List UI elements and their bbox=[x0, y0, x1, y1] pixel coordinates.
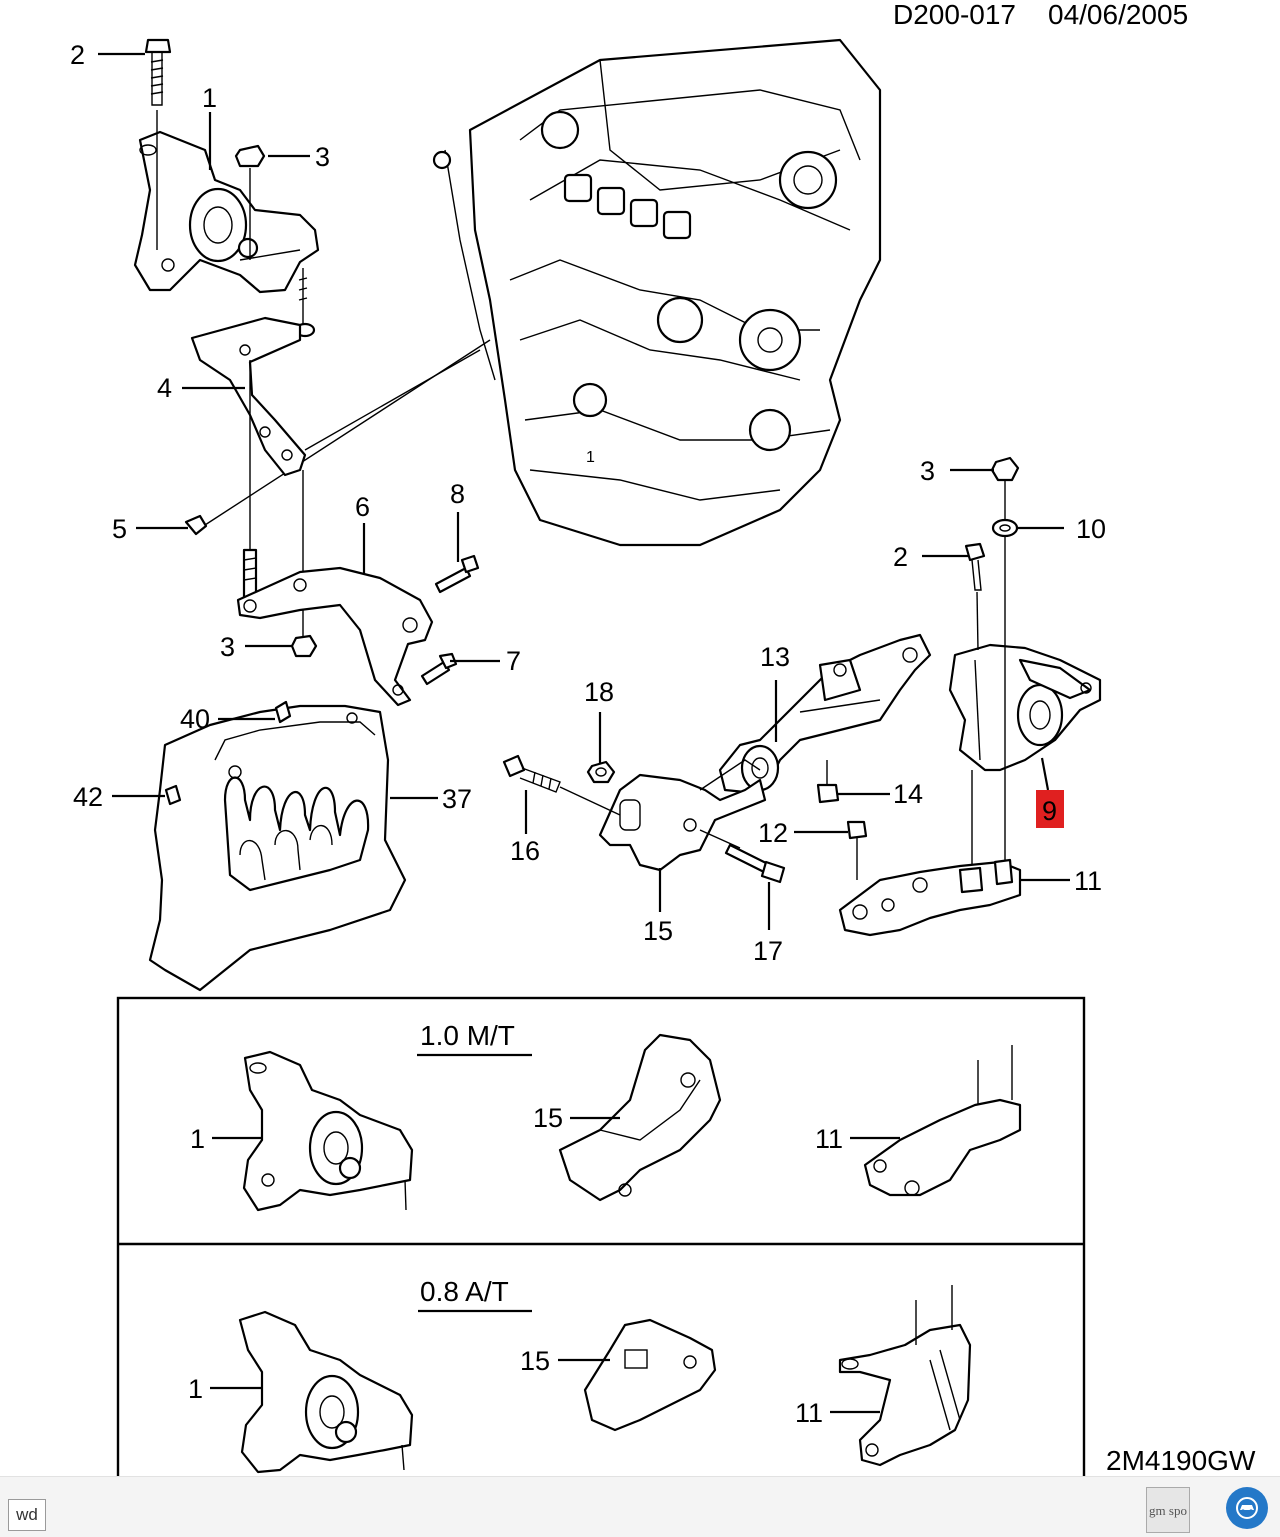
panel-title-at: 0.8 A/T bbox=[420, 1276, 509, 1307]
engine-mount-1 bbox=[133, 130, 320, 294]
callout-7: 7 bbox=[506, 646, 521, 676]
callout-16: 16 bbox=[510, 836, 540, 866]
transmission-mount-9 bbox=[948, 643, 1102, 772]
nut-18 bbox=[586, 760, 616, 784]
callout-17: 17 bbox=[753, 936, 783, 966]
callout-14: 14 bbox=[893, 779, 923, 809]
wd-button[interactable]: wd bbox=[8, 1499, 46, 1531]
panel-mt-callout-11: 11 bbox=[815, 1124, 843, 1154]
bolt-2-right bbox=[964, 542, 986, 651]
bolt-5 bbox=[184, 514, 208, 536]
bolt-2 bbox=[144, 38, 172, 250]
figure-code: 2M4190GW bbox=[1106, 1445, 1256, 1476]
callout-2-right: 2 bbox=[893, 542, 908, 572]
bolt-16 bbox=[502, 754, 621, 816]
bolt-7 bbox=[420, 652, 458, 686]
callout-13: 13 bbox=[760, 642, 790, 672]
bracket-15 bbox=[598, 759, 767, 872]
panel-at-callout-15: 15 bbox=[520, 1346, 550, 1376]
torque-rod-13 bbox=[718, 633, 932, 794]
panel-at-callout-11: 11 bbox=[795, 1398, 823, 1428]
panel-mt-callout-15: 15 bbox=[533, 1103, 563, 1133]
callout-18: 18 bbox=[584, 677, 614, 707]
panel-mt-bracket-15 bbox=[558, 1033, 722, 1202]
car-service-icon[interactable] bbox=[1226, 1487, 1268, 1529]
bolt-17 bbox=[699, 829, 786, 884]
car-icon bbox=[1236, 1497, 1258, 1519]
callout-11: 11 bbox=[1074, 866, 1102, 896]
callout-37: 37 bbox=[442, 784, 472, 814]
engine-assembly: 1 bbox=[432, 38, 882, 547]
callout-2: 2 bbox=[70, 40, 85, 70]
bracket-6 bbox=[236, 566, 434, 707]
gm-spo-button[interactable]: gm spo bbox=[1146, 1487, 1190, 1533]
washer-10 bbox=[991, 518, 1019, 538]
bracket-4 bbox=[190, 316, 307, 640]
callout-42: 42 bbox=[73, 782, 103, 812]
callout-4: 4 bbox=[157, 373, 172, 403]
panel-at-callout-1: 1 bbox=[188, 1374, 203, 1404]
panel-at-bracket-11 bbox=[838, 1285, 972, 1467]
callout-5: 5 bbox=[112, 514, 127, 544]
callout-15: 15 bbox=[643, 916, 673, 946]
diagram-date: 04/06/2005 bbox=[1048, 0, 1188, 30]
nut-3-top bbox=[234, 144, 266, 260]
bolt-14 bbox=[816, 760, 840, 804]
callout-3-lower: 3 bbox=[220, 632, 235, 662]
callout-3-right: 3 bbox=[920, 456, 935, 486]
callout-labels: 2 1 3 4 5 6 8 7 3 40 42 37 13 14 18 16 1… bbox=[70, 40, 1106, 966]
panel-mt-bracket-11 bbox=[863, 1045, 1022, 1197]
stud bbox=[242, 548, 258, 600]
svg-text:1: 1 bbox=[586, 449, 595, 466]
bottom-toolbar: wd gm spo bbox=[0, 1476, 1280, 1537]
callout-leaders bbox=[98, 52, 1070, 930]
callout-1: 1 bbox=[202, 83, 217, 113]
callout-9-highlight bbox=[1036, 790, 1064, 828]
nut-3-right bbox=[990, 456, 1020, 482]
panel-title-mt: 1.0 M/T bbox=[420, 1020, 515, 1051]
callout-40: 40 bbox=[180, 704, 210, 734]
callout-9: 9 bbox=[1042, 796, 1057, 826]
callout-3: 3 bbox=[315, 142, 330, 172]
nut-3-lower bbox=[290, 634, 318, 658]
bracket-11 bbox=[838, 858, 1022, 937]
panel-at-mount-1 bbox=[238, 1310, 414, 1474]
panel-mt-mount-1 bbox=[242, 1050, 414, 1212]
bolt-8 bbox=[434, 554, 480, 594]
callout-8: 8 bbox=[450, 479, 465, 509]
variant-panels: 1.0 M/T 1 15 11 bbox=[116, 996, 1086, 1488]
callout-10: 10 bbox=[1076, 514, 1106, 544]
callout-6: 6 bbox=[355, 492, 370, 522]
panel-mt-callout-1: 1 bbox=[190, 1124, 205, 1154]
heat-shield-37 bbox=[148, 704, 407, 992]
callout-12: 12 bbox=[758, 818, 788, 848]
panel-at-bracket-15 bbox=[583, 1318, 717, 1432]
bolt-12 bbox=[846, 820, 868, 880]
diagram-code: D200-017 bbox=[893, 0, 1016, 30]
